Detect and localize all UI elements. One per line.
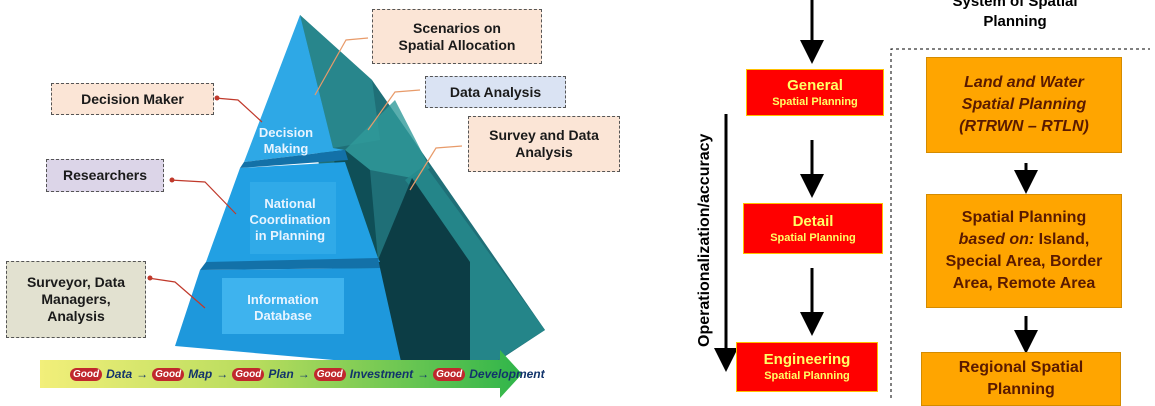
- pointer-decision-maker: [214, 97, 263, 123]
- good-badge: Good: [433, 367, 466, 381]
- flow-step-data: Data: [106, 367, 133, 381]
- based-on-pre: Spatial Planning: [961, 209, 1087, 226]
- box-land-water: Land and Water Spatial Planning (RTRWN –…: [926, 57, 1122, 153]
- flow-arrow: [40, 350, 522, 398]
- flow-step-map: Map: [188, 367, 213, 381]
- flow-arrow-glyph: →: [417, 367, 430, 381]
- detail-title: Detail: [792, 212, 834, 230]
- flow-step-investment: Investment: [349, 367, 414, 381]
- box-spatial-based-on: Spatial Planning based on: Island, Speci…: [926, 194, 1122, 308]
- label-survey-data-analysis: Survey and Data Analysis: [468, 116, 620, 172]
- general-sub: Spatial Planning: [772, 95, 858, 108]
- engineering-sub: Spatial Planning: [764, 370, 850, 382]
- label-data-analysis: Data Analysis: [425, 76, 566, 108]
- based-on-em: based on:: [958, 231, 1035, 248]
- tier-decision-making: Decision Making: [258, 125, 314, 156]
- system-divider: [890, 48, 1150, 398]
- operationalization-label: Operationalization/accuracy: [696, 133, 713, 347]
- label-surveyor: Surveyor, Data Managers, Analysis: [6, 261, 146, 338]
- flow-step-development: Development: [469, 367, 545, 381]
- tier-national-coordination: National Coordination in Planning: [249, 196, 331, 243]
- detail-sub: Spatial Planning: [770, 231, 856, 244]
- pointer-data-analysis: [367, 89, 421, 131]
- pyramid-graphic: [40, 15, 545, 398]
- pointer-surveyor: [147, 277, 206, 309]
- good-badge: Good: [313, 367, 346, 381]
- flow-step-plan: Plan: [268, 367, 294, 381]
- general-title: General: [787, 76, 843, 94]
- pointer-survey: [409, 145, 463, 191]
- system-title: System of Spatial Planning: [952, 0, 1078, 30]
- tier-information-database: Information Database: [247, 292, 319, 323]
- pointer-researchers: [169, 179, 237, 215]
- box-regional: Regional Spatial Planning: [921, 352, 1121, 406]
- based-on-post: Island, Special Area, Border Area, Remot…: [945, 231, 1103, 292]
- label-scenarios: Scenarios on Spatial Allocation: [372, 9, 542, 64]
- pyramid-tier-top-shape: [244, 15, 345, 162]
- box-general-planning: General Spatial Planning: [746, 69, 884, 116]
- box-detail-planning: Detail Spatial Planning: [743, 203, 883, 254]
- flow-arrow-glyph: →: [297, 367, 310, 381]
- box-engineering-planning: Engineering Spatial Planning: [736, 342, 878, 392]
- good-badge: Good: [232, 367, 265, 381]
- planning-arrows: [714, 0, 1150, 398]
- pointer-scenarios: [314, 37, 369, 96]
- good-badge: Good: [152, 367, 185, 381]
- flow-arrow-glyph: →: [136, 367, 149, 381]
- flow-arrow-glyph: →: [216, 367, 229, 381]
- label-researchers: Researchers: [46, 159, 164, 192]
- engineering-title: Engineering: [763, 351, 851, 368]
- good-badge: Good: [70, 367, 103, 381]
- label-decision-maker: Decision Maker: [51, 83, 214, 115]
